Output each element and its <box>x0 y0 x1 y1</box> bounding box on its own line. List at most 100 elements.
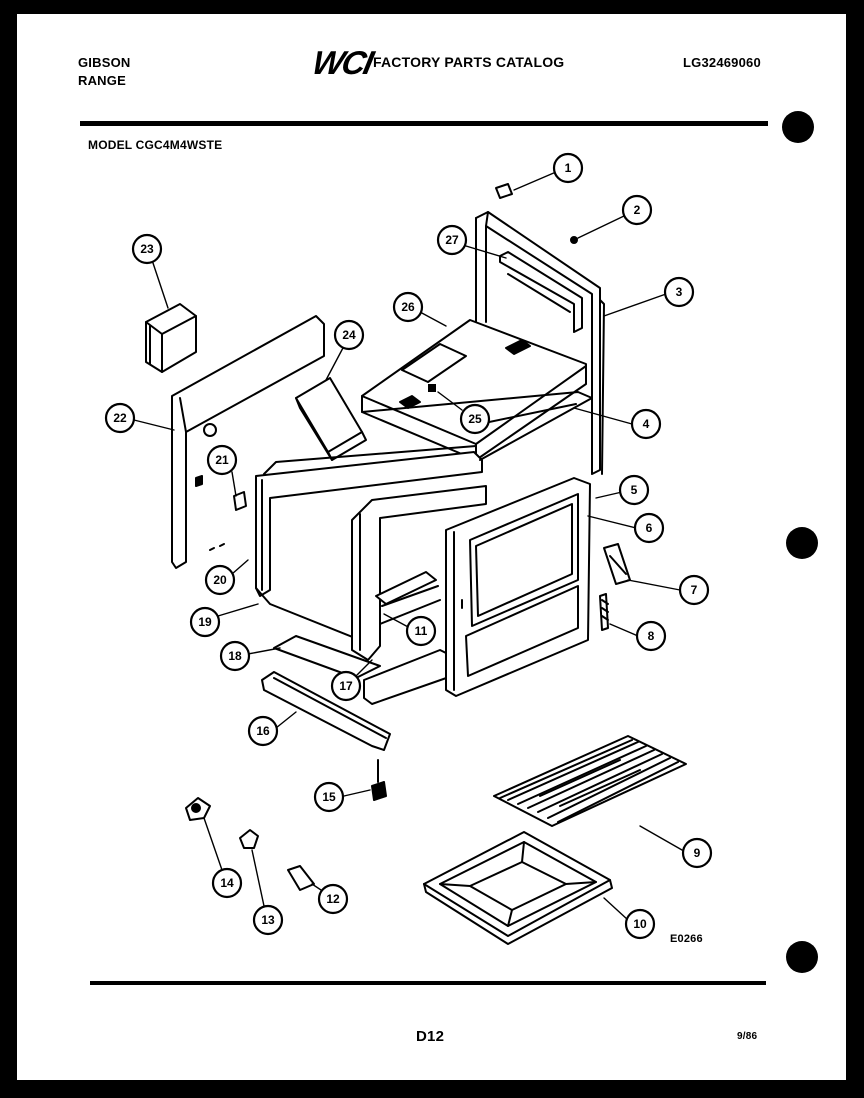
callout-15: 15 <box>313 781 345 813</box>
svg-text:14: 14 <box>220 876 234 890</box>
svg-text:4: 4 <box>643 417 650 431</box>
binder-hole-bottom <box>786 941 818 973</box>
svg-text:13: 13 <box>261 913 275 927</box>
svg-text:24: 24 <box>342 328 356 342</box>
svg-text:27: 27 <box>445 233 459 247</box>
part-23-bracket <box>145 303 197 373</box>
leader-21 <box>231 471 237 497</box>
header-rule <box>80 121 768 126</box>
leader-27 <box>465 245 507 259</box>
callout-2: 2 <box>621 194 653 226</box>
product-type: RANGE <box>78 73 126 88</box>
binder-hole-top <box>782 111 814 143</box>
callout-6: 6 <box>633 512 665 544</box>
callout-20: 20 <box>204 564 236 596</box>
part-27-vent-bracket <box>499 251 583 333</box>
leader-lines <box>133 171 683 921</box>
part-22-side-panel <box>171 315 325 569</box>
leader-18 <box>247 647 281 655</box>
svg-text:15: 15 <box>322 790 336 804</box>
svg-text:22: 22 <box>113 411 127 425</box>
leader-23 <box>151 259 169 309</box>
leader-19 <box>217 603 259 617</box>
callout-19: 19 <box>189 606 221 638</box>
svg-text:2: 2 <box>634 203 641 217</box>
leader-8 <box>609 623 639 637</box>
svg-text:1: 1 <box>565 161 572 175</box>
leader-3 <box>603 293 667 317</box>
wci-logo: WCI <box>309 44 376 81</box>
svg-text:19: 19 <box>198 615 212 629</box>
svg-text:11: 11 <box>415 624 428 638</box>
callout-13: 13 <box>252 904 284 936</box>
part-12-bulb <box>287 865 315 891</box>
callout-3: 3 <box>663 276 695 308</box>
callout-17: 17 <box>330 670 362 702</box>
leader-24 <box>325 345 345 381</box>
svg-text:16: 16 <box>256 724 270 738</box>
part-24-baffle <box>295 377 367 461</box>
leader-20 <box>231 559 249 575</box>
svg-text:8: 8 <box>648 629 655 643</box>
catalog-number: LG32469060 <box>683 55 761 70</box>
svg-text:9: 9 <box>694 846 701 860</box>
svg-text:18: 18 <box>228 649 242 663</box>
callout-9: 9 <box>681 837 713 869</box>
svg-text:12: 12 <box>326 892 340 906</box>
part-10-broiler-pan <box>423 831 613 945</box>
leader-17 <box>355 659 373 677</box>
svg-text:17: 17 <box>339 679 353 693</box>
svg-text:23: 23 <box>140 242 154 256</box>
part-16-kick-plate <box>261 671 391 751</box>
part-26-burner-box <box>361 319 587 461</box>
part-11-rack-support <box>375 571 439 607</box>
paper-page <box>17 14 846 1080</box>
oven-door-assembly <box>445 299 605 697</box>
callout-24: 24 <box>333 319 365 351</box>
leader-1 <box>513 171 557 191</box>
leader-25 <box>437 391 463 411</box>
callout-18: 18 <box>219 640 251 672</box>
part-20-oven-liner <box>255 445 483 641</box>
callout-16: 16 <box>247 715 279 747</box>
svg-text:21: 21 <box>215 453 229 467</box>
svg-text:20: 20 <box>213 573 227 587</box>
leader-22 <box>133 419 175 431</box>
leader-15 <box>343 789 371 797</box>
date-code: 9/86 <box>737 1031 758 1042</box>
callout-21: 21 <box>206 444 238 476</box>
part-25-screw <box>428 384 436 392</box>
callout-22: 22 <box>104 402 136 434</box>
part-13-nut <box>239 829 259 849</box>
svg-text:5: 5 <box>631 483 638 497</box>
brand-name: GIBSON <box>78 55 131 70</box>
callout-12: 12 <box>317 883 349 915</box>
part-14-knob <box>185 797 211 821</box>
callout-14: 14 <box>211 867 243 899</box>
part-3-back-panel <box>475 211 601 475</box>
model-label: MODEL CGC4M4WSTE <box>88 138 223 152</box>
callout-10: 10 <box>624 908 656 940</box>
callout-8: 8 <box>635 620 667 652</box>
part-15-leveling-leg <box>371 759 387 801</box>
leader-9 <box>639 825 683 851</box>
svg-text:3: 3 <box>676 285 683 299</box>
leader-4 <box>573 407 633 425</box>
part-1-clip <box>495 183 513 199</box>
leader-11 <box>383 613 411 629</box>
part-2-screw <box>570 236 578 244</box>
figure-code: E0266 <box>670 933 703 945</box>
exploded-oven-diagram <box>133 171 687 945</box>
svg-text:26: 26 <box>401 300 415 314</box>
leader-10 <box>603 897 629 921</box>
catalog-title: FACTORY PARTS CATALOG <box>373 54 565 70</box>
callout-4: 4 <box>630 408 662 440</box>
svg-text:6: 6 <box>646 521 653 535</box>
callout-26: 26 <box>392 291 424 323</box>
leader-2 <box>577 215 625 239</box>
leader-26 <box>419 311 447 327</box>
leader-7 <box>627 579 681 591</box>
part-9-oven-rack <box>493 735 687 827</box>
callout-11: 11 <box>405 615 437 647</box>
